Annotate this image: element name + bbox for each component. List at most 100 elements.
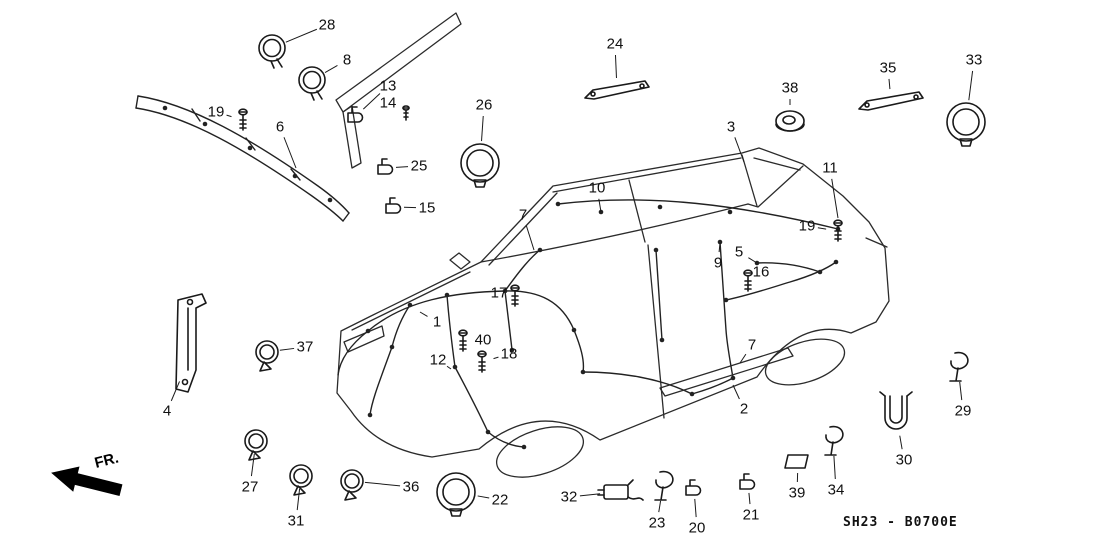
harness-sill [582,371,693,395]
part-glyph-36-33 [340,469,364,501]
leader-line-12-24 [446,365,452,370]
part-label-7-16: 7 [519,207,527,224]
car-outline [336,147,890,478]
car-hood-crease [351,271,471,331]
part-glyph-37-27 [255,340,279,372]
part-glyph-18-25 [477,350,487,373]
part-label-16-20: 16 [753,264,770,281]
part-label-30-31: 30 [896,452,913,469]
leader-line-26-7 [481,115,484,142]
part-label-1-22: 1 [433,314,441,331]
leader-line-1-22 [419,311,428,317]
part-label-34-41: 34 [828,482,845,499]
leader-line-36-33 [364,481,401,487]
leader-line-28-0 [285,28,318,43]
leader-line-2-29 [732,384,740,400]
leader-line-18-25 [493,356,499,360]
sill-garnish-strip [659,347,794,397]
car-spoiler-line [753,157,801,171]
harness-6-end-caps [135,95,350,222]
leader-line-24-6 [614,54,617,79]
fr-arrow-shape [51,466,123,497]
part-label-35-9: 35 [880,60,897,77]
car-mirror [449,252,471,270]
harness-branch-b [504,290,513,351]
part-glyph-21-39 [739,473,756,490]
pillar-garnish-lower [342,105,362,169]
harness-lower-front [454,366,525,448]
part-label-8-1: 8 [343,52,351,69]
part-label-27-32: 27 [242,479,259,496]
car-quarter-window [747,165,804,208]
harness-front-a [337,330,369,376]
leader-line-33-10 [968,70,974,101]
part-glyph-4-28 [175,293,207,393]
harness-assembly-6 [135,95,350,222]
pillar-garnish [335,12,462,169]
part-label-40-23: 40 [475,332,492,349]
part-label-29-30: 29 [955,403,972,420]
part-glyph-16-20 [743,269,753,292]
part-label-24-6: 24 [607,36,624,53]
part-label-12-24: 12 [430,352,447,369]
part-label-22-34: 22 [492,492,509,509]
part-label-3-11: 3 [727,119,735,136]
part-glyph-29-30 [949,351,969,382]
leader-line-19-4 [226,114,232,118]
part-label-32-36: 32 [561,489,578,506]
part-glyph-32-36 [597,479,644,501]
part-label-26-7: 26 [476,97,493,114]
leader-line-35-9 [888,78,891,90]
part-label-37-27: 37 [297,339,314,356]
part-glyph-34-41 [824,425,844,456]
part-label-13-2: 13 [380,78,397,95]
part-glyph-24-6 [584,80,650,100]
leader-line-10-13 [598,198,602,213]
harness-6-band-top [137,95,350,214]
part-label-28-0: 28 [319,17,336,34]
part-label-33-10: 33 [966,52,983,69]
part-glyph-33-10 [946,102,986,147]
leader-line-37-27 [279,347,295,351]
car-hatch-line [741,154,758,207]
leader-line-31-35 [296,488,301,511]
part-label-5-18: 5 [735,244,743,261]
harness-quarter [719,241,734,379]
harness-branch-c [391,304,411,348]
car-a-pillar [488,192,558,266]
part-glyph-25-12 [377,158,394,175]
harness-b-pillar [655,249,663,341]
part-glyph-8-1 [298,66,326,101]
leader-line-8-1 [324,65,338,73]
harness-6-band-bottom [135,107,344,222]
car-b-pillar [628,179,646,243]
part-glyph-28-0 [258,34,286,69]
part-label-20-38: 20 [689,520,706,537]
leader-line-19-17 [817,227,827,230]
leader-line-29-30 [959,381,963,401]
fr-label: FR. [93,450,121,472]
part-label-14-3: 14 [380,95,397,112]
part-label-39-40: 39 [789,485,806,502]
leader-line-5-18 [748,257,758,264]
leader-line-21-39 [748,492,751,505]
part-glyph-15-15 [385,197,402,214]
harness-sill-rear [691,377,734,395]
part-glyph-26-7 [460,143,500,188]
harness-cowl [504,249,541,292]
car-roofline-inner [552,157,742,193]
part-glyph-17-21 [510,284,520,307]
part-label-9-19: 9 [714,255,722,272]
part-glyph-19-17 [833,219,843,242]
part-label-23-37: 23 [649,515,666,532]
part-label-18-25: 18 [501,346,518,363]
part-glyph-13-2 [347,106,364,123]
part-glyph-27-32 [244,429,268,461]
leader-line-4-28 [170,381,180,402]
fr-direction-arrow [51,466,123,497]
leader-line-6-5 [283,137,297,169]
leader-line-7-26 [739,353,747,364]
